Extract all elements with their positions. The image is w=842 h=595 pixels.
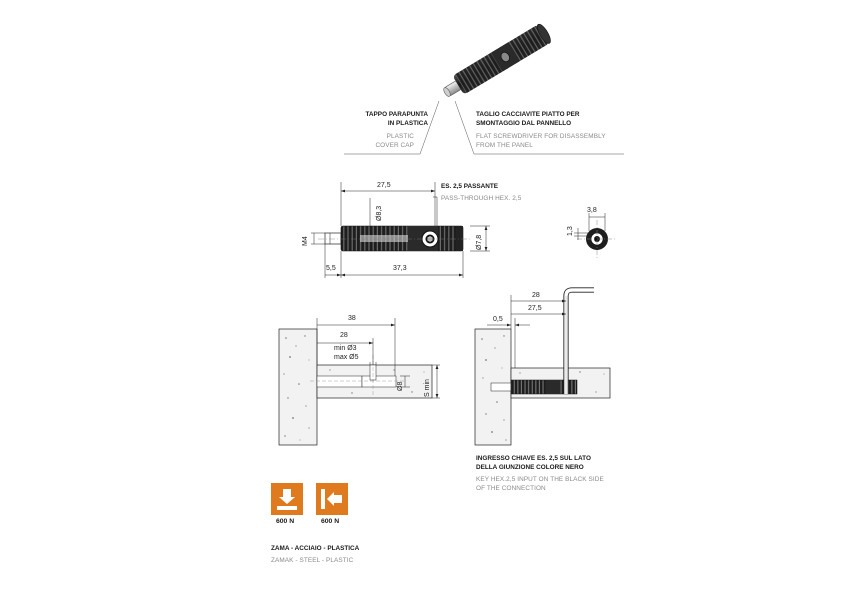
key-input-en-line1: KEY HEX.2,5 INPUT ON THE BLACK SIDE: [476, 476, 604, 483]
callout-leaders: [344, 100, 624, 155]
install-right-drawing: [474, 287, 611, 446]
dim-end-height: 1,3: [567, 226, 574, 236]
key-input-label-it: INGRESSO CHIAVE ES. 2,5 SUL LATO DELLA G…: [476, 455, 591, 472]
dim-left-5-5: 5,5: [326, 265, 336, 272]
vertical-load-badge: [271, 483, 303, 515]
dim-s-min: S min: [424, 379, 431, 397]
end-view-drawing: [574, 213, 617, 258]
dim-install-38: 38: [348, 315, 356, 322]
side-view-drawing: [311, 182, 490, 278]
dim-install-r-0-5: 0,5: [493, 316, 503, 323]
hex-through-label-it: ES. 2,5 PASSANTE: [441, 183, 499, 190]
arrow-left-into-panel-icon: [321, 489, 342, 509]
key-input-en-line2: OF THE CONNECTION: [476, 484, 546, 492]
key-input-it-line2: DELLA GIUNZIONE COLORE NERO: [476, 463, 584, 471]
cover-cap-label-it: TAPPO PARAPUNTA IN PLASTICA: [330, 111, 429, 128]
screwdriver-slot-label-it: TAGLIO CACCIAVITE PIATTO PER SMONTAGGIO …: [476, 111, 580, 128]
screwdriver-en-line1: FLAT SCREWDRIVER FOR DISASSEMBLY: [476, 133, 606, 140]
dim-max-dia: max Ø5: [334, 354, 359, 361]
dim-dia-7-8: Ø7,8: [476, 234, 483, 250]
cover-cap-it-line2: IN PLASTICA: [387, 119, 428, 127]
dim-dia-8: Ø8: [397, 381, 404, 391]
product-render: [443, 23, 551, 97]
cover-cap-en-line1: PLASTIC: [386, 133, 414, 140]
horizontal-load-value: 600 N: [321, 518, 340, 525]
screwdriver-it-line1: TAGLIO CACCIAVITE PIATTO PER: [476, 111, 580, 118]
dim-dia-8-3: Ø8,3: [376, 205, 383, 221]
dim-length-top: 27,5: [377, 182, 391, 189]
vertical-load-value: 600 N: [276, 518, 295, 525]
dim-m4: M4: [302, 236, 309, 246]
dim-min-dia: min Ø3: [334, 345, 357, 352]
cover-cap-en-line2: COVER CAP: [375, 141, 414, 149]
materials-it: ZAMA - ACCIAIO - PLASTICA: [271, 545, 360, 552]
install-left-drawing: [278, 318, 440, 446]
horizontal-load-badge: [316, 483, 348, 515]
cover-cap-it-line1: TAPPO PARAPUNTA: [365, 111, 429, 118]
screwdriver-slot-label-en: FLAT SCREWDRIVER FOR DISASSEMBLY FROM TH…: [476, 133, 606, 150]
dim-total-37-3: 37,3: [393, 265, 407, 272]
key-input-label-en: KEY HEX.2,5 INPUT ON THE BLACK SIDE OF T…: [476, 476, 604, 493]
cover-cap-label-en: PLASTIC COVER CAP: [330, 133, 414, 150]
materials-en: ZAMAK - STEEL - PLASTIC: [271, 557, 354, 564]
dim-end-width: 3,8: [587, 207, 597, 214]
dim-install-28: 28: [340, 332, 348, 339]
screwdriver-en-line2: FROM THE PANEL: [476, 141, 533, 149]
screwdriver-it-line2: SMONTAGGIO DAL PANNELLO: [476, 119, 572, 127]
dim-install-r-27-5: 27,5: [528, 305, 542, 312]
dim-install-r-28: 28: [532, 292, 540, 299]
key-input-it-line1: INGRESSO CHIAVE ES. 2,5 SUL LATO: [476, 455, 591, 462]
arrow-down-into-panel-icon: [277, 489, 297, 510]
hex-through-label-en: PASS-THROUGH HEX. 2,5: [441, 195, 522, 202]
